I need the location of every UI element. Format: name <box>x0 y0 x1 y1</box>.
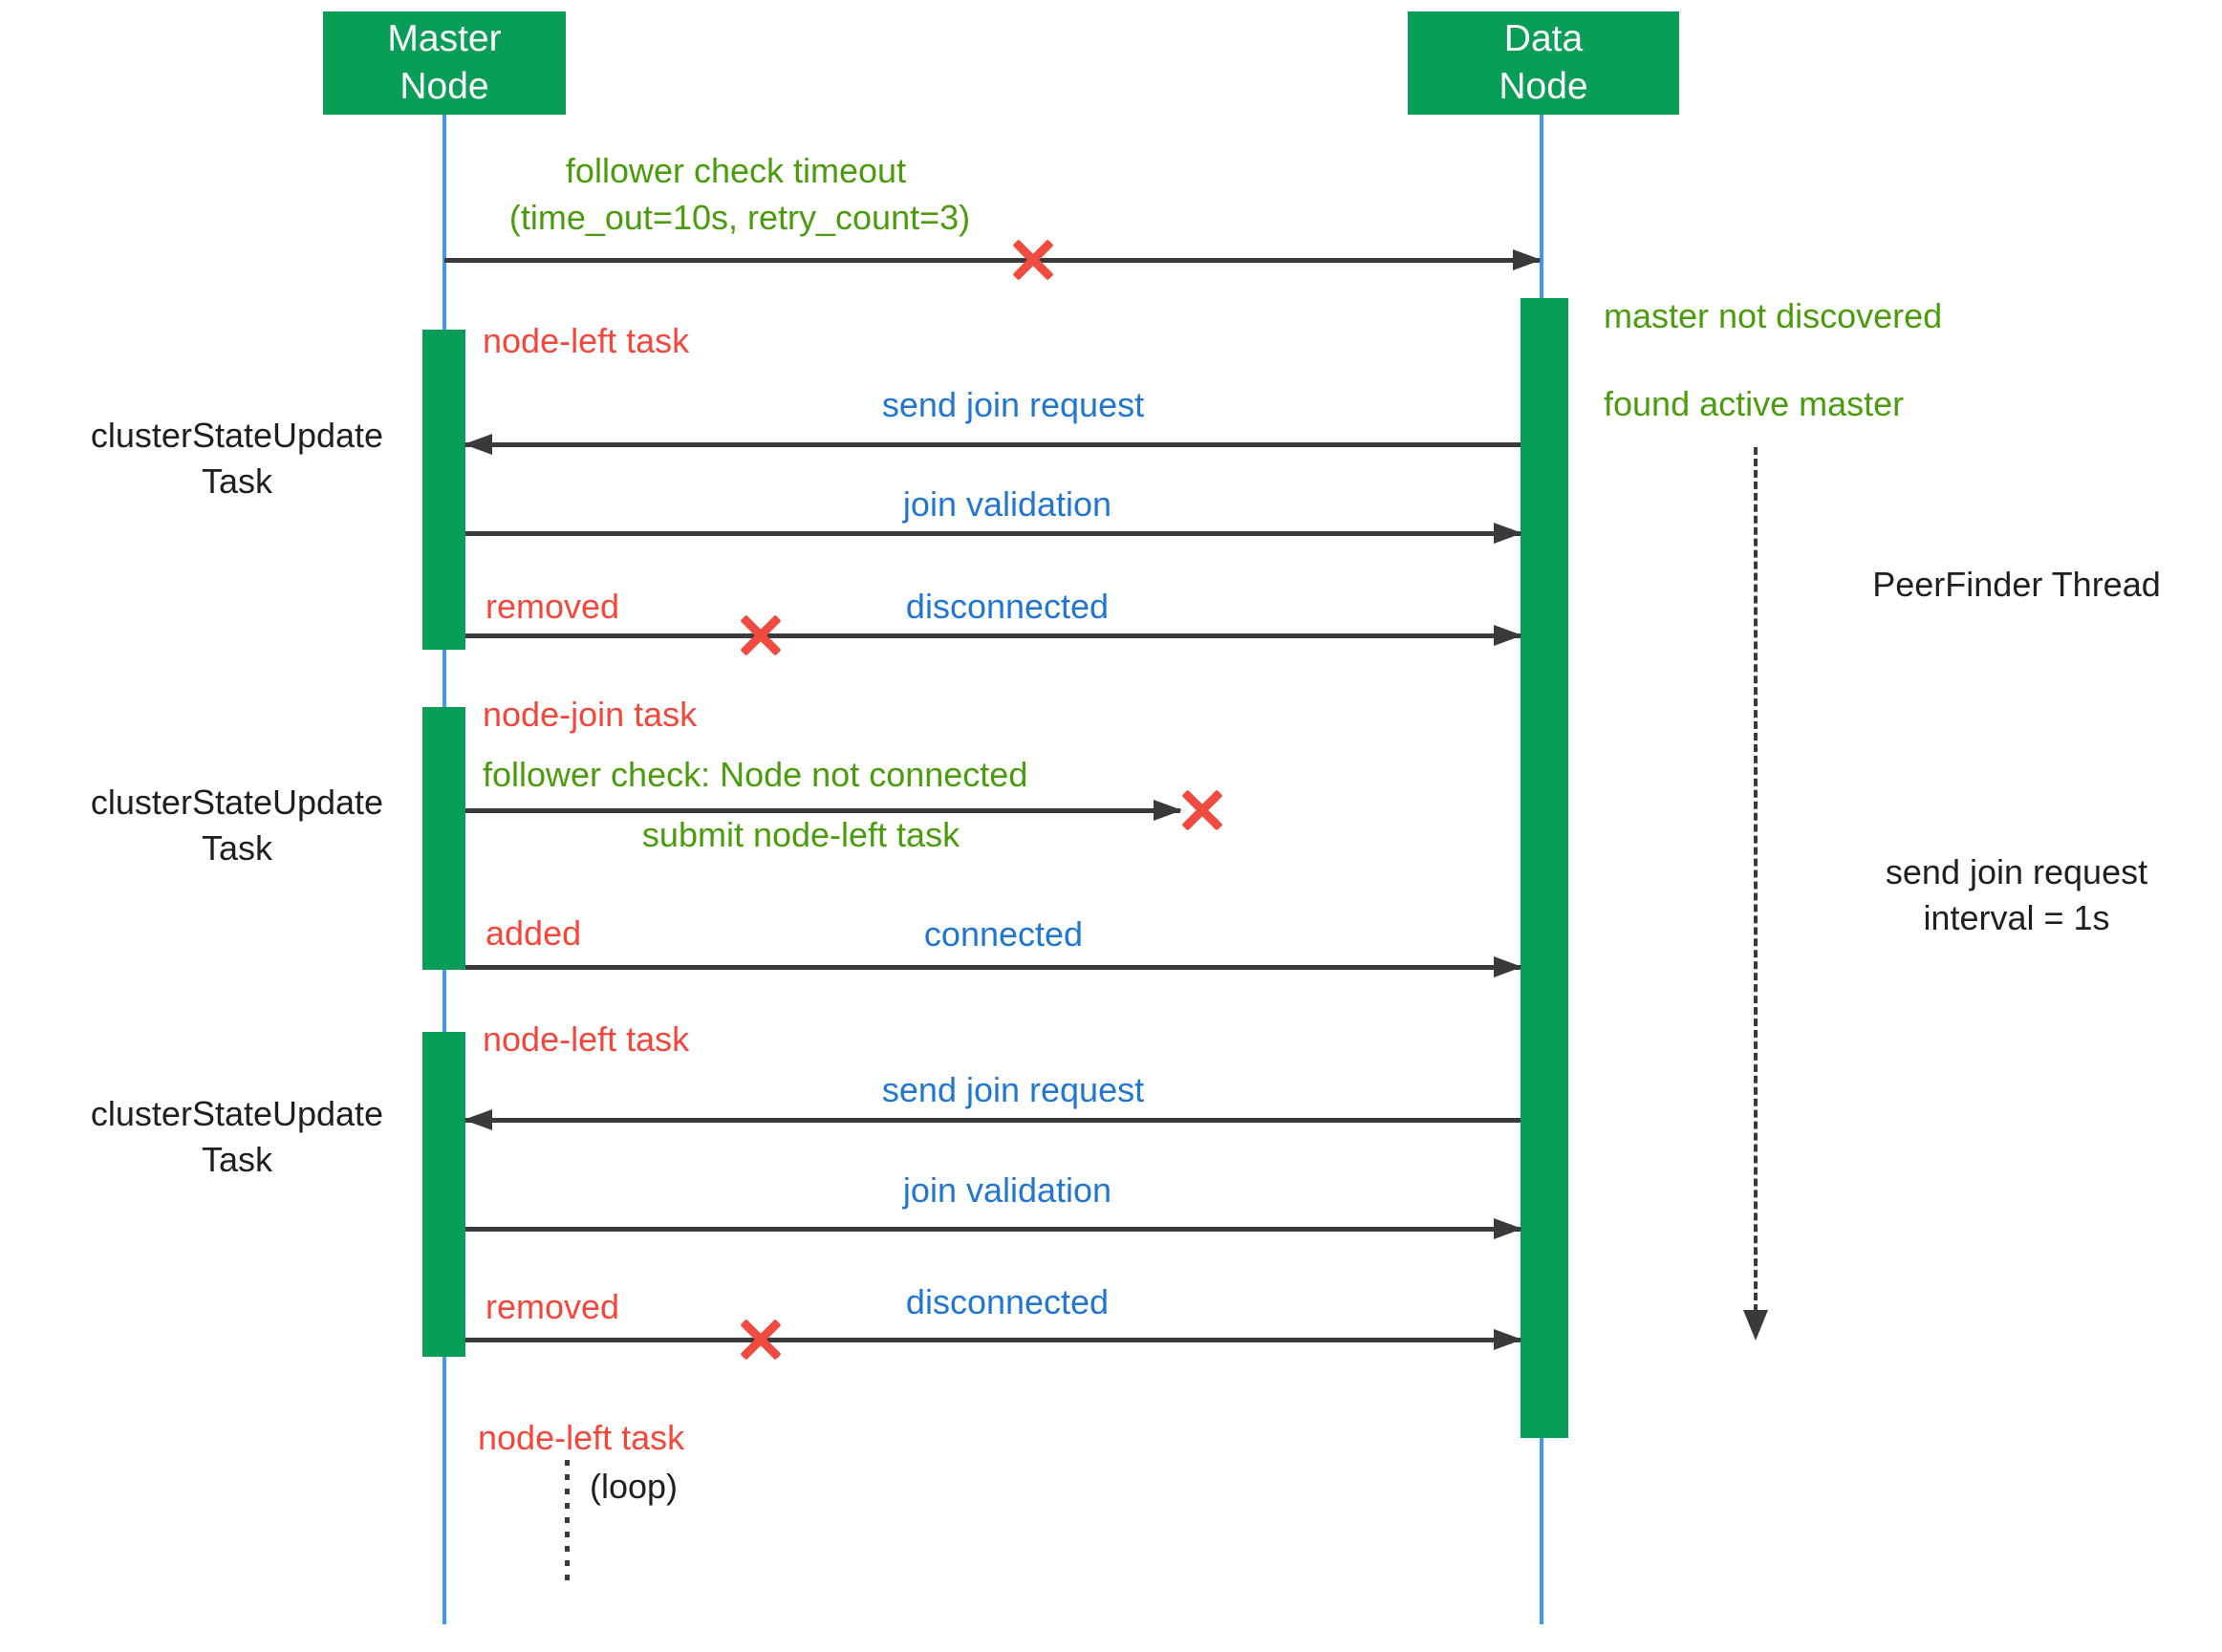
arrowhead-down-icon <box>1743 1310 1768 1341</box>
arrow-disconnected-1 <box>465 625 1522 646</box>
arrow-shaft <box>465 531 1521 536</box>
task-node-left-1: node-left task <box>483 321 690 360</box>
message-join-validation-2: join validation <box>902 1170 1112 1210</box>
red-x-icon <box>736 611 786 660</box>
arrowhead-right-icon <box>1494 523 1522 544</box>
task-node-join: node-join task <box>483 695 698 734</box>
task-node-left-2: node-left task <box>483 1019 690 1059</box>
arrow-shaft <box>465 965 1521 970</box>
arrowhead-right-icon <box>1494 1218 1522 1239</box>
red-x-icon <box>1177 785 1227 835</box>
arrow-connected <box>465 956 1522 977</box>
note-submit-node-left-task: submit node-left task <box>641 815 960 854</box>
label-cluster-state-update-task-2: clusterStateUpdate Task <box>90 783 384 868</box>
message-connected: connected <box>923 914 1084 954</box>
master-activation-bar-1 <box>422 330 465 650</box>
message-send-join-request-2: send join request <box>881 1070 1145 1109</box>
note-follower-check-params: (time_out=10s, retry_count=3) <box>508 198 971 237</box>
label-loop: (loop) <box>590 1467 679 1506</box>
peerfinder-thread-dashed-arrow <box>1743 447 1768 1341</box>
arrow-shaft <box>465 808 1180 813</box>
arrow-follower-check-timeout <box>444 249 1542 270</box>
arrowhead-right-icon <box>1494 956 1522 977</box>
label-send-join-request-interval: send join request interval = 1s <box>1885 852 2148 937</box>
label-peerfinder-thread: PeerFinder Thread <box>1872 565 2161 604</box>
arrow-join-validation-1 <box>465 523 1522 544</box>
event-added: added <box>485 913 582 953</box>
master-activation-bar-2 <box>422 707 465 970</box>
arrow-shaft <box>444 258 1540 263</box>
arrow-shaft <box>465 442 1521 447</box>
arrow-shaft <box>465 1227 1521 1232</box>
loop-dotted-line <box>565 1460 570 1586</box>
label-cluster-state-update-task-1: clusterStateUpdate Task <box>90 416 384 501</box>
red-x-icon <box>736 1315 786 1364</box>
master-activation-bar-3 <box>422 1032 465 1357</box>
note-found-active-master: found active master <box>1604 384 1905 423</box>
label-cluster-state-update-task-3: clusterStateUpdate Task <box>90 1094 384 1179</box>
actor-master-node-label: Master Node <box>387 18 502 107</box>
arrowhead-right-icon <box>1513 249 1542 270</box>
message-send-join-request-1: send join request <box>881 385 1145 424</box>
arrow-send-join-request-1 <box>464 434 1521 455</box>
arrowhead-right-icon <box>1494 625 1522 646</box>
arrow-follower-check-not-connected <box>465 800 1182 821</box>
actor-data-node-label: Data Node <box>1499 18 1588 107</box>
arrowhead-right-icon <box>1494 1329 1522 1350</box>
arrowhead-right-icon <box>1154 800 1182 821</box>
arrow-join-validation-2 <box>465 1218 1522 1239</box>
arrow-shaft <box>465 633 1521 638</box>
arrow-disconnected-2 <box>465 1329 1522 1350</box>
dashed-line <box>1754 447 1758 1312</box>
actor-master-node: Master Node <box>323 11 566 115</box>
note-follower-check-not-connected: follower check: Node not connected <box>483 755 1028 794</box>
arrow-send-join-request-2 <box>464 1109 1521 1130</box>
message-disconnected-1: disconnected <box>905 587 1110 626</box>
task-node-left-3: node-left task <box>478 1418 685 1457</box>
event-removed-2: removed <box>485 1287 620 1326</box>
data-node-activation-bar <box>1521 298 1568 1438</box>
actor-data-node: Data Node <box>1408 11 1679 115</box>
arrow-shaft <box>465 1118 1521 1123</box>
event-removed-1: removed <box>485 587 620 626</box>
message-join-validation-1: join validation <box>902 484 1112 524</box>
note-master-not-discovered: master not discovered <box>1604 296 1943 335</box>
arrowhead-left-icon <box>464 1109 492 1130</box>
message-disconnected-2: disconnected <box>905 1282 1110 1321</box>
red-x-icon <box>1008 235 1058 285</box>
arrow-shaft <box>465 1338 1521 1342</box>
arrowhead-left-icon <box>464 434 492 455</box>
note-follower-check-timeout: follower check timeout <box>565 151 907 190</box>
